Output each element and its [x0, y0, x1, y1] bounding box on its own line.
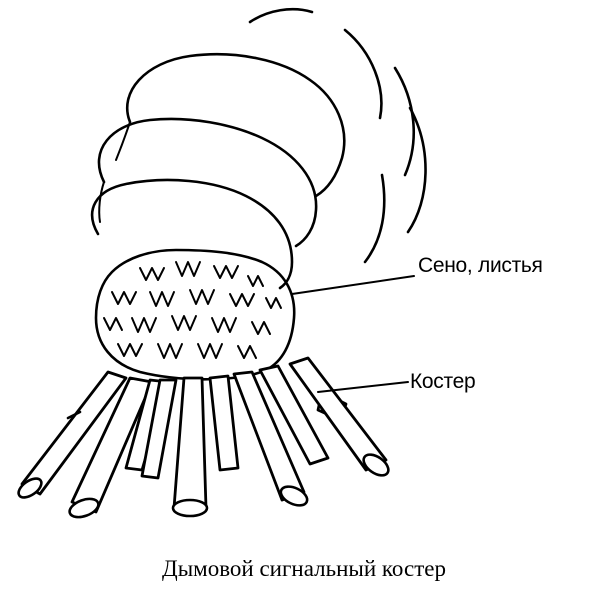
smoke-wisps	[248, 7, 427, 264]
fire-leader-line	[317, 381, 409, 393]
label-fire: Костер	[410, 370, 476, 393]
hay-leader-line	[291, 275, 415, 295]
hay-leaves-mound	[94, 248, 296, 381]
fire-logs	[17, 356, 390, 519]
label-hay-leaves: Сено, листья	[418, 254, 543, 277]
figure-caption: Дымовой сигнальный костер	[162, 556, 446, 581]
smoke-puffs	[90, 53, 346, 290]
leader-lines	[291, 275, 415, 393]
